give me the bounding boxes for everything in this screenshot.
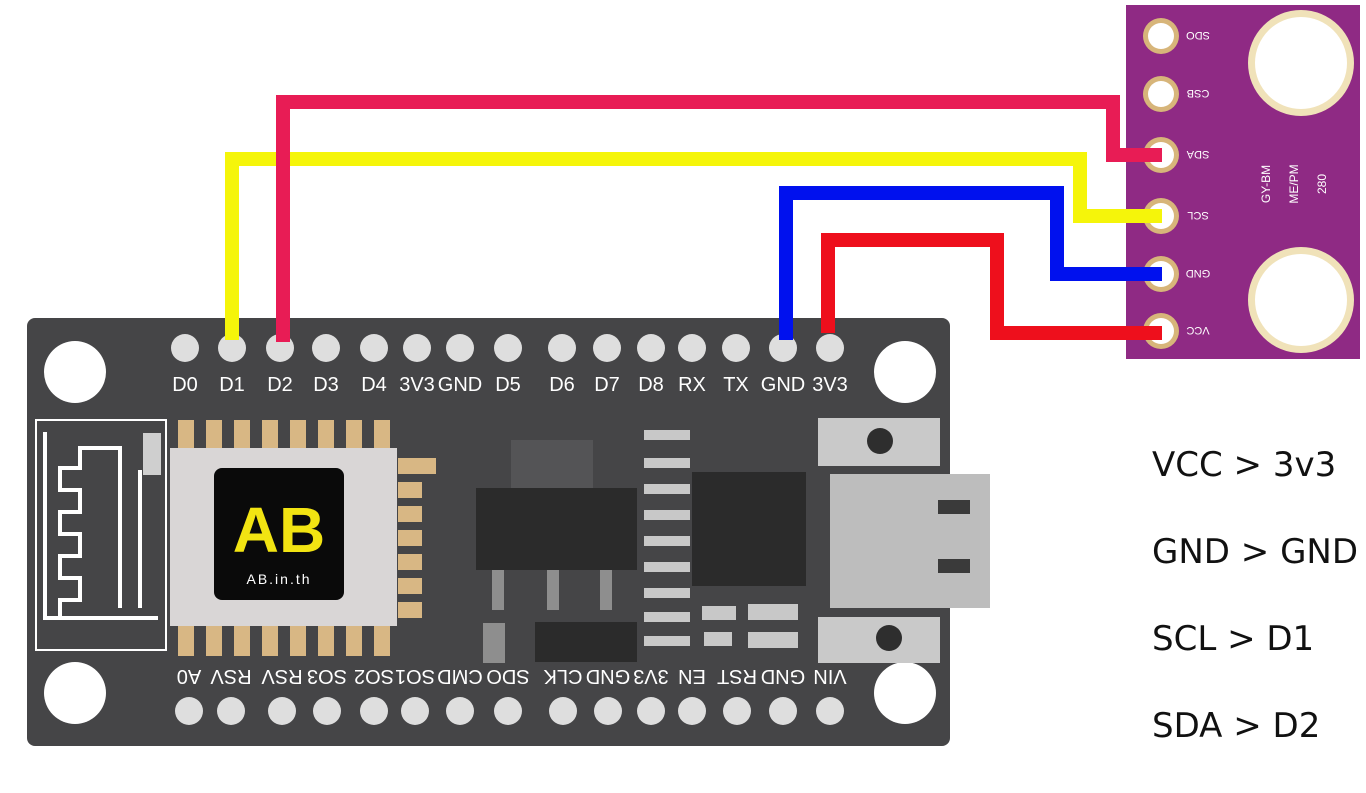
bottom-pin-label: RSV (261, 665, 303, 687)
mounting-hole (44, 341, 106, 403)
sensor-pin-hole (1148, 23, 1174, 49)
top-pin-label: D1 (219, 374, 245, 396)
mounting-hole (874, 662, 936, 724)
top-pin (360, 334, 388, 362)
logo-site: AB.in.th (246, 571, 311, 587)
bme280-sensor: SDO CSB SDA SCL GND VCC GY-BM ME/PM 280 (1126, 5, 1360, 359)
top-pin-label: D6 (549, 374, 575, 396)
wires (225, 95, 1162, 342)
bottom-pin-label: 3V3 (633, 665, 669, 687)
top-pin-label: TX (723, 374, 749, 396)
top-pin-label: GND (761, 374, 805, 396)
top-pin-label: D5 (495, 374, 521, 396)
pcb-antenna (35, 419, 167, 651)
top-pin (816, 334, 844, 362)
top-pin (593, 334, 621, 362)
top-pin-label: 3V3 (812, 374, 848, 396)
bottom-pin-label: SDO (486, 665, 529, 687)
wire-gnd-gnd (779, 186, 1162, 340)
bottom-pin (401, 697, 429, 725)
bottom-pin (816, 697, 844, 725)
top-pin (218, 334, 246, 362)
top-pin (548, 334, 576, 362)
sensor-label-line-2: ME/PM (1287, 164, 1301, 203)
top-pin (722, 334, 750, 362)
top-pin-label: D0 (172, 374, 198, 396)
bottom-pin (769, 697, 797, 725)
bottom-pin-label: A0 (177, 665, 201, 687)
bottom-pin (494, 697, 522, 725)
top-pin (637, 334, 665, 362)
bottom-pin-label: CLK (543, 665, 583, 687)
bottom-pin-label: SO3 (307, 665, 347, 687)
top-pin (494, 334, 522, 362)
bottom-pin-label: SO1 (395, 665, 435, 687)
bottom-pin (637, 697, 665, 725)
top-pin-label: D7 (594, 374, 620, 396)
top-pin-label: D4 (361, 374, 387, 396)
top-pin (312, 334, 340, 362)
sensor-pin-label: VCC (1186, 324, 1209, 336)
bottom-pin (313, 697, 341, 725)
bottom-pin-label: VIN (813, 665, 846, 687)
sensor-label-line-1: GY-BM (1259, 165, 1273, 203)
bottom-pin-label: GND (586, 665, 630, 687)
top-pin-label: 3V3 (399, 374, 435, 396)
board-components (476, 430, 806, 663)
top-pin-label: GND (438, 374, 482, 396)
top-pin-label: RX (678, 374, 706, 396)
sensor-pin-label: SDO (1186, 29, 1210, 41)
bottom-pin (175, 697, 203, 725)
sensor-label-line-3: 280 (1315, 174, 1329, 194)
bottom-pin-label: CMD (437, 665, 483, 687)
sensor-board-label: GY-BM ME/PM 280 (1259, 164, 1329, 203)
brand-logo: AB AB.in.th (214, 468, 344, 600)
legend-scl: SCL > D1 (1152, 619, 1315, 659)
top-pin (403, 334, 431, 362)
top-pin (678, 334, 706, 362)
top-pin (446, 334, 474, 362)
top-pin (171, 334, 199, 362)
wire-vcc-3v3 (821, 233, 1162, 340)
bottom-pin-label: GND (761, 665, 805, 687)
logo-mark: AB (233, 494, 325, 566)
bottom-pin-label: RST (717, 665, 757, 687)
wire-sda-d2 (276, 95, 1162, 342)
top-pin-label: D2 (267, 374, 293, 396)
sensor-pin-label: GND (1186, 267, 1211, 279)
sensor-pin-label: SCL (1187, 209, 1208, 221)
bottom-pin (594, 697, 622, 725)
bottom-pin (723, 697, 751, 725)
legend-gnd: GND > GND (1152, 532, 1359, 572)
bottom-pin-label: EN (678, 665, 706, 687)
bottom-pin (549, 697, 577, 725)
legend-vcc: VCC > 3v3 (1152, 445, 1337, 485)
mounting-hole (44, 662, 106, 724)
top-pin (769, 334, 797, 362)
bottom-pin (446, 697, 474, 725)
bottom-pin-label: SO2 (354, 665, 394, 687)
sensor-pin-label: CSB (1187, 87, 1210, 99)
sensor-pin-hole (1148, 81, 1174, 107)
top-pin-label: D3 (313, 374, 339, 396)
wire-scl-d1 (225, 152, 1162, 340)
bottom-pin (268, 697, 296, 725)
nodemcu-board: AB AB.in.th (27, 318, 990, 746)
buttons-and-usb (818, 418, 990, 663)
connection-legend: VCC > 3v3 GND > GND SCL > D1 SDA > D2 (1152, 445, 1362, 793)
top-pin-label: D8 (638, 374, 664, 396)
bottom-pin (360, 697, 388, 725)
usb-port (830, 474, 990, 608)
bottom-pin (678, 697, 706, 725)
wiring-diagram: AB AB.in.th (27, 5, 1360, 746)
legend-sda: SDA > D2 (1152, 706, 1321, 746)
bottom-pin (217, 697, 245, 725)
mounting-hole (874, 341, 936, 403)
bottom-pin-label: RSV (210, 665, 252, 687)
sensor-pin-label: SDA (1186, 148, 1209, 160)
module-pads (178, 420, 436, 656)
